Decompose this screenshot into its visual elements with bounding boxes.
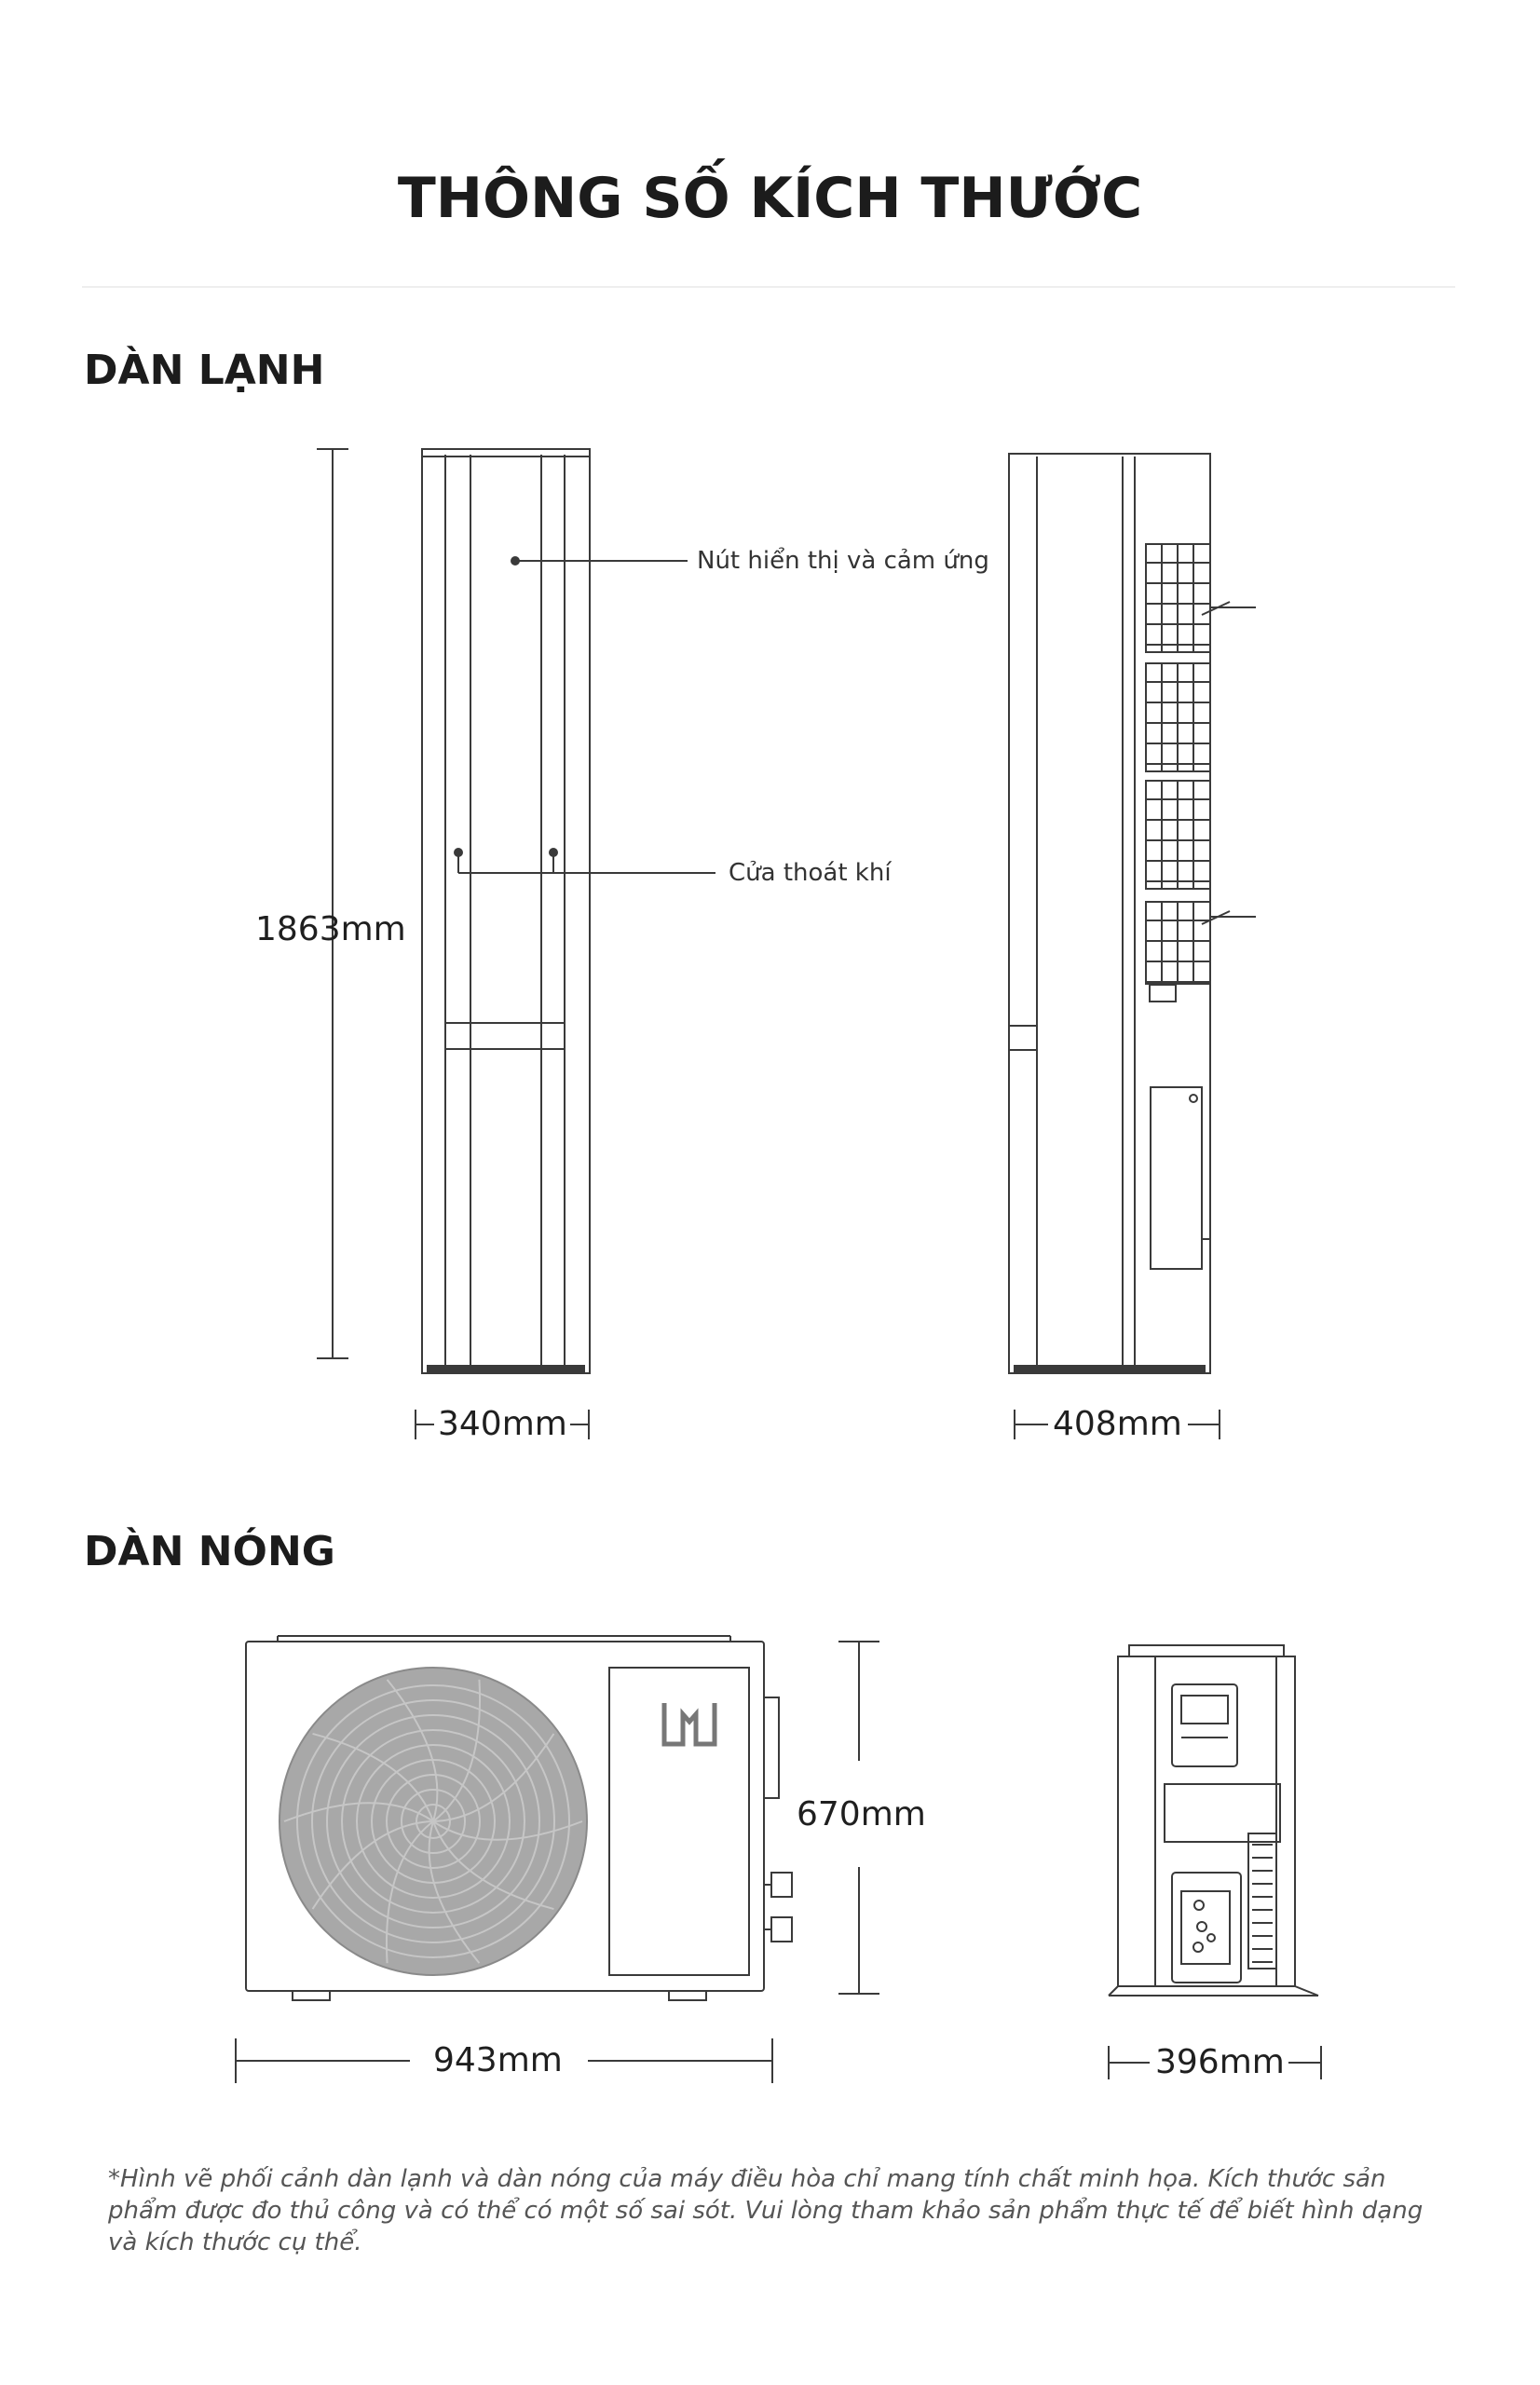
indoor-unit-front-view	[317, 448, 715, 1439]
outdoor-unit-side-view	[1108, 1644, 1322, 2079]
indoor-unit-side-view	[1008, 453, 1256, 1439]
outdoor-height-label: 670mm	[797, 1795, 926, 1833]
callout-display-touch: Nút hiển thị và cảm ứng	[697, 547, 989, 575]
indoor-height-label: 1863mm	[255, 910, 406, 948]
indoor-side-depth-label: 408mm	[1053, 1405, 1182, 1443]
outdoor-unit-front-view	[235, 1635, 879, 2083]
disclaimer-note: *Hình vẽ phối cảnh dàn lạnh và dàn nóng …	[108, 2165, 1424, 2256]
page-title: THÔNG SỐ KÍCH THƯỚC	[397, 166, 1143, 231]
callout-air-outlet: Cửa thoát khí	[729, 859, 892, 887]
outdoor-width-label: 943mm	[433, 2041, 563, 2079]
indoor-front-width-label: 340mm	[438, 1405, 567, 1443]
title-divider	[82, 286, 1455, 288]
outdoor-depth-label: 396mm	[1155, 2043, 1285, 2081]
outdoor-section-title: DÀN NÓNG	[84, 1528, 335, 1575]
mijia-logo-icon	[661, 1703, 717, 1747]
indoor-section-title: DÀN LẠNH	[84, 347, 325, 394]
